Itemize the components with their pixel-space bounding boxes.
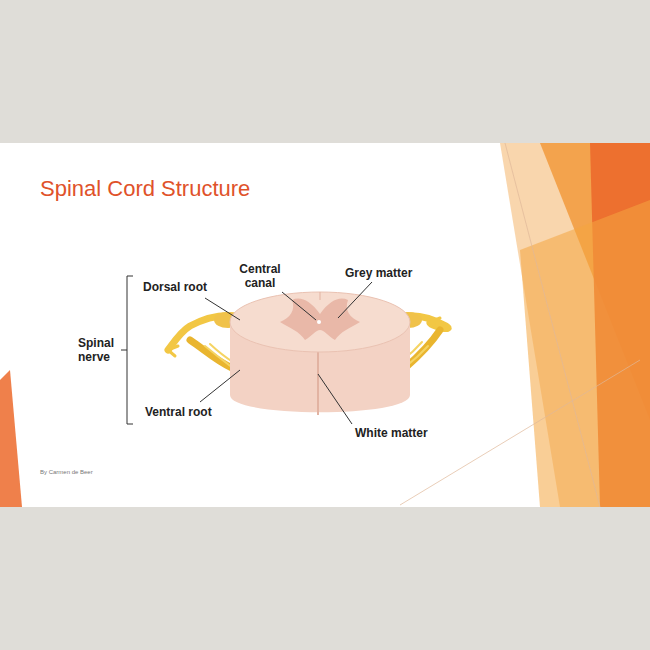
part-label: Spinal nerve: [78, 336, 118, 364]
part-label: Dorsal root: [143, 280, 207, 294]
slide-title: Spinal Cord Structure: [40, 176, 250, 202]
part-label: White matter: [355, 426, 428, 440]
credit-note: By Carmen de Beer: [40, 468, 93, 476]
part-label: Grey matter: [345, 266, 412, 280]
part-label: Central canal: [234, 262, 286, 290]
part-label: Ventral root: [145, 405, 212, 419]
